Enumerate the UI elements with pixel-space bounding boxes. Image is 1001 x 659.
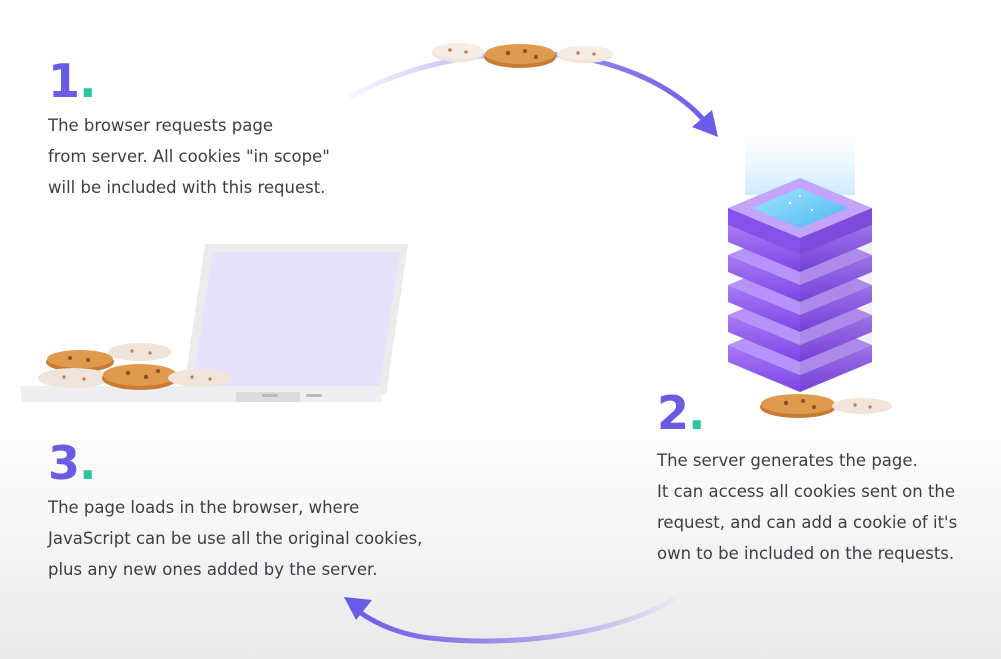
step-3-description: The page loads in the browser, where Jav… xyxy=(48,492,422,585)
step-3-number: 3. xyxy=(48,440,97,486)
step-2-line: It can access all cookies sent on the xyxy=(657,482,956,501)
step-number-dot: . xyxy=(688,386,706,440)
step-1-line: The browser requests page xyxy=(48,116,273,135)
step-number-digit: 3 xyxy=(48,436,80,490)
step-number-digit: 2 xyxy=(657,386,689,440)
step-2-line: own to be included on the requests. xyxy=(657,544,955,563)
arrow-bottom-icon xyxy=(344,597,675,644)
step-3-line: plus any new ones added by the server. xyxy=(48,560,378,579)
step-number-digit: 1 xyxy=(48,54,80,108)
server-stack-icon xyxy=(728,115,872,392)
step-3-line: The page loads in the browser, where xyxy=(48,498,360,517)
step-1-description: The browser requests page from server. A… xyxy=(48,110,330,203)
step-1-line: from server. All cookies "in scope" xyxy=(48,147,330,166)
step-2-number: 2. xyxy=(657,390,706,436)
step-1-line: will be included with this request. xyxy=(48,178,326,197)
step-1-number: 1. xyxy=(48,58,97,104)
cookie-group-icon xyxy=(432,43,613,68)
step-number-dot: . xyxy=(79,54,97,108)
server-cookie-group-icon xyxy=(760,394,892,418)
step-2-line: The server generates the page. xyxy=(657,451,918,470)
laptop-icon xyxy=(20,244,408,402)
step-2-description: The server generates the page. It can ac… xyxy=(657,445,957,569)
step-number-dot: . xyxy=(79,436,97,490)
step-2-line: request, and can add a cookie of it's xyxy=(657,513,958,532)
step-3-line: JavaScript can be use all the original c… xyxy=(48,529,423,548)
